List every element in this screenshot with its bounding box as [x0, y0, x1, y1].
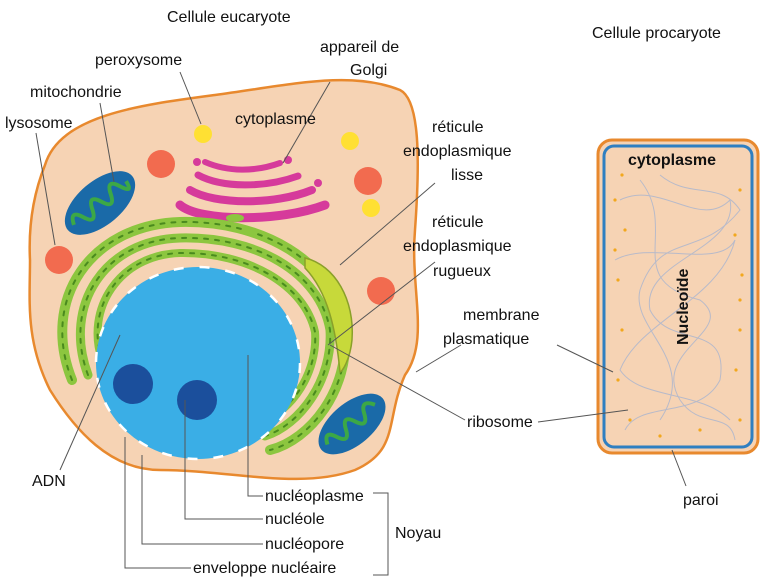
label-nucleoplasme: nucléoplasme [265, 488, 364, 505]
label-lysosome: lysosome [5, 115, 73, 132]
label-enveloppe: enveloppe nucléaire [193, 560, 336, 577]
eukaryote-title: Cellule eucaryote [167, 9, 291, 26]
label-membrane-1: membrane [463, 307, 540, 324]
lysosome-organelle [147, 150, 175, 178]
label-rel-2: endoplasmique [403, 143, 512, 160]
peroxysome-organelle [341, 132, 359, 150]
label-nucleopore: nucléopore [265, 536, 344, 553]
eukaryotic-cell [30, 80, 418, 479]
peroxysome-organelle [194, 125, 212, 143]
peroxysome-organelle [362, 199, 380, 217]
label-mitochondrie: mitochondrie [30, 84, 122, 101]
label-golgi-1: appareil de [320, 39, 399, 56]
nucleus [96, 267, 300, 459]
lysosome-organelle [367, 277, 395, 305]
label-nucleole: nucléole [265, 511, 325, 528]
label-rel-1: réticule [432, 119, 484, 136]
prokaryote-title: Cellule procaryote [592, 25, 721, 42]
label-noyau: Noyau [395, 525, 441, 542]
nucleolus [113, 364, 153, 404]
label-cytoplasme: cytoplasme [235, 111, 316, 128]
label-golgi-2: Golgi [350, 62, 387, 79]
label-paroi: paroi [683, 492, 719, 509]
nucleolus [177, 380, 217, 420]
label-peroxysome: peroxysome [95, 52, 182, 69]
label-adn: ADN [32, 473, 66, 490]
label-ribosome: ribosome [467, 414, 533, 431]
label-prokaryote-cytoplasme: cytoplasme [628, 152, 716, 169]
label-rel-3: lisse [451, 167, 483, 184]
label-membrane-2: plasmatique [443, 331, 529, 348]
label-rer-3: rugueux [433, 263, 491, 280]
label-rer-1: réticule [432, 214, 484, 231]
label-nucleoide: Nucleoïde [675, 268, 692, 345]
lysosome-organelle [354, 167, 382, 195]
lysosome-organelle [45, 246, 73, 274]
label-rer-2: endoplasmique [403, 238, 512, 255]
